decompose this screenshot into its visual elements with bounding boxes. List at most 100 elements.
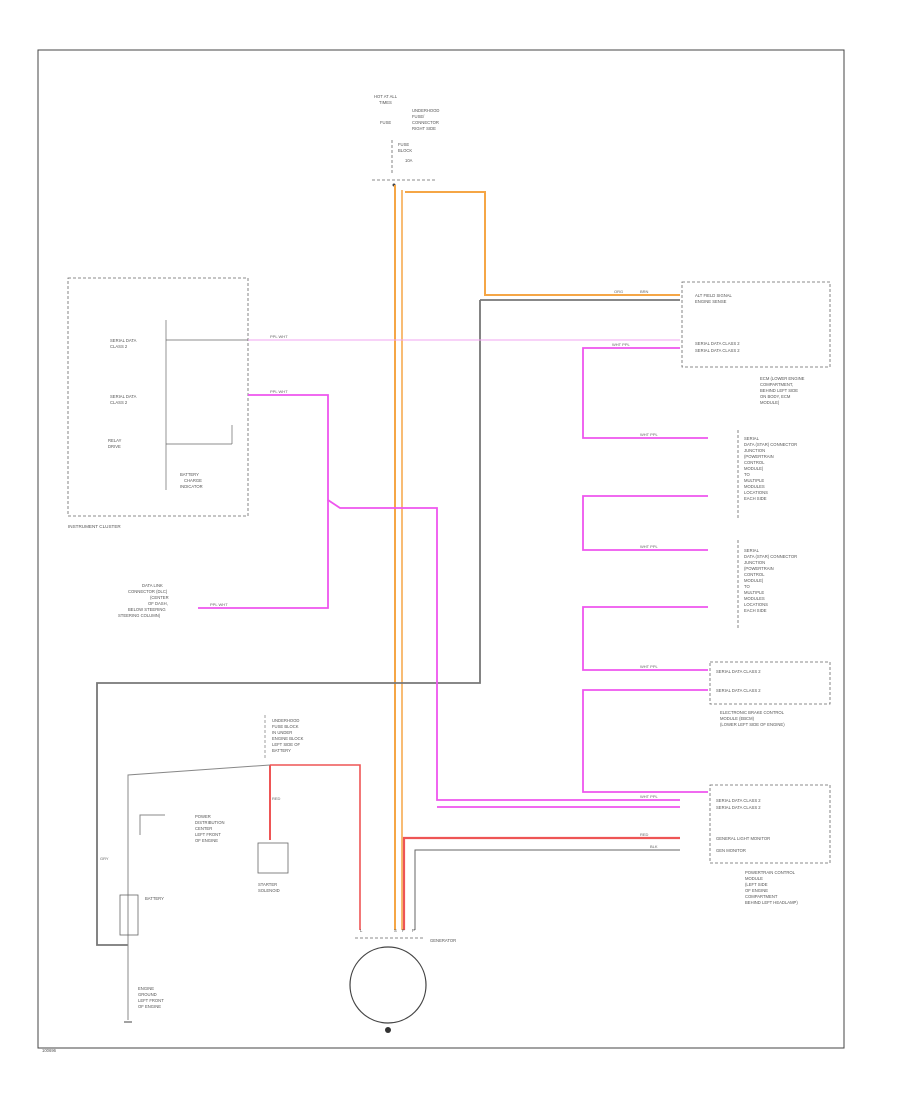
splice-1-line-7: MULTIPLE — [744, 478, 764, 483]
splice-2-line-8: MODULES — [744, 596, 765, 601]
underhood-fuse-line-2: IN UNDER — [272, 730, 292, 735]
pcm-label-3: GENERAL LIGHT MONITOR — [716, 836, 770, 841]
ebcm-label-1: SERIAL DATA CLASS 2 — [716, 669, 761, 674]
diagram-frame — [37, 49, 845, 1049]
splice-block-2: SERIAL DATA (STAR) CONNECTOR JUNCTION (P… — [737, 540, 797, 630]
code-ppl-wht-dlc: PPL WHT — [210, 602, 228, 607]
ecm-caption-3: ON BODY, ECM — [760, 394, 791, 399]
power-dist-line-4: OF ENGINE — [195, 838, 218, 843]
dlc-caption-5: STEERING COLUMN) — [118, 613, 161, 618]
ecm-caption-1: COMPARTMENT, — [760, 382, 793, 387]
ground-line-0: ENGINE — [138, 986, 154, 991]
diagram-code: 100696 — [42, 1048, 57, 1053]
battery: BATTERY — [119, 894, 164, 936]
ground-line-1: GROUND — [138, 992, 157, 997]
fuse-block-line-7: 10A — [405, 158, 413, 163]
relay-drive-1: DRIVE — [108, 444, 121, 449]
code-blk: BLK — [650, 844, 658, 849]
instrument-cluster-caption: INSTRUMENT CLUSTER — [68, 524, 121, 529]
splice-2-line-4: CONTROL — [744, 572, 765, 577]
splice-1-line-10: EACH SIDE — [744, 496, 767, 501]
ecm-caption-0: ECM (LOWER ENGINE — [760, 376, 805, 381]
pcm-label-4: GEN MONITOR — [716, 848, 746, 853]
dlc-caption-2: (CENTER — [150, 595, 169, 600]
fuse-location-1: FUSE/ — [412, 114, 425, 119]
ebcm-caption-2: (LOWER LEFT SIDE OF ENGINE) — [720, 722, 785, 727]
wire-dark-monitor — [414, 849, 680, 930]
pcm-caption-3: OF ENGINE — [745, 888, 768, 893]
splice-1-line-5: MODULE) — [744, 466, 764, 471]
wire-code-labels: ORG BRN PPL WHT PPL WHT WHT PPL WHT PPL … — [100, 289, 658, 861]
splice-1-line-8: MODULES — [744, 484, 765, 489]
ecm-caption-2: BEHIND LEFT SIDE — [760, 388, 798, 393]
dlc-caption-1: CONNECTOR (DLC) — [128, 589, 168, 594]
wire-red-gen-out — [402, 836, 680, 930]
relay-drive-0: RELAY — [108, 438, 122, 443]
generator-symbol — [349, 946, 427, 1024]
dlc-caption-4: BELOW STEERING — [128, 607, 166, 612]
ecm-caption-4: MODULE) — [760, 400, 780, 405]
pcm-caption-2: (LEFT SIDE — [745, 882, 768, 887]
data-link-connector: DATA LINK CONNECTOR (DLC) (CENTER OF DAS… — [118, 583, 169, 618]
splice-2-line-9: LOCATIONS — [744, 602, 768, 607]
generator-ground-icon — [385, 1027, 391, 1033]
fuse-block: HOT AT ALL TIMES FUSE FUSE BLOCK 10A UND… — [372, 94, 439, 187]
underhood-fuse-line-3: ENGINE BLOCK — [272, 736, 304, 741]
instrument-cluster-box — [67, 277, 249, 517]
instrument-cluster: INSTRUMENT CLUSTER SERIAL DATA CLASS 2 S… — [67, 277, 249, 529]
code-wht-ppl-2: WHT PPL — [640, 432, 658, 437]
starter-solenoid: STARTER SOLENOID — [257, 842, 289, 893]
dlc-caption-0: DATA LINK — [142, 583, 163, 588]
wire-pink-ebcm — [582, 689, 708, 793]
wire-gray-loop — [96, 300, 481, 946]
battery-ind-0: BATTERY — [180, 472, 199, 477]
dlc-caption-3: OF DASH, — [148, 601, 168, 606]
underhood-fuse-line-5: BATTERY — [272, 748, 291, 753]
code-wht-ppl-1: WHT PPL — [612, 342, 630, 347]
wire-pink-splice1-b — [582, 495, 708, 551]
generator-label: GENERATOR — [430, 938, 456, 943]
code-gry: GRY — [100, 856, 109, 861]
serial-top-1: CLASS 2 — [110, 344, 128, 349]
splice-2-line-2: JUNCTION — [744, 560, 765, 565]
fuse-block-line-6: BLOCK — [398, 148, 412, 153]
splice-1-line-6: TO — [744, 472, 750, 477]
ecm-label-4: SERIAL DATA CLASS 2 — [695, 348, 740, 353]
splice-1-line-0: SERIAL — [744, 436, 760, 441]
ebcm-caption-1: MODULE (EBCM) — [720, 716, 755, 721]
code-brn: BRN — [640, 289, 649, 294]
pcm-caption-4: COMPARTMENT — [745, 894, 778, 899]
code-org: ORG — [614, 289, 623, 294]
ecm-label-1: ALT FIELD SIGNAL — [695, 293, 733, 298]
splice-2-line-1: DATA (STAR) CONNECTOR — [744, 554, 797, 559]
underhood-fuse-line-1: FUSE BLOCK — [272, 724, 299, 729]
pcm-label-2: SERIAL DATA CLASS 2 — [716, 805, 761, 810]
ebcm-module: SERIAL DATA CLASS 2 SERIAL DATA CLASS 2 … — [709, 661, 831, 727]
generator-pin-s: S — [394, 928, 397, 933]
wire-gray-battery — [127, 764, 271, 945]
serial-bottom-0: SERIAL DATA — [110, 394, 137, 399]
ebcm-label-2: SERIAL DATA CLASS 2 — [716, 688, 761, 693]
ecm-label-3: SERIAL DATA CLASS 2 — [695, 341, 740, 346]
battery-ind-2: INDICATOR — [180, 484, 203, 489]
power-dist-line-3: LEFT FRONT — [195, 832, 221, 837]
wire-pink-cluster-pcm — [248, 394, 680, 801]
code-wht-ppl-5: WHT PPL — [640, 794, 658, 799]
code-wht-ppl-4: WHT PPL — [640, 664, 658, 669]
wire-pink-splice1 — [582, 347, 708, 439]
battery-ind-1: CHARGE — [184, 478, 202, 483]
starter-line-0: STARTER — [258, 882, 277, 887]
splice-1-line-1: DATA (STAR) CONNECTOR — [744, 442, 797, 447]
fuse-location-3: RIGHT SIDE — [412, 126, 436, 131]
fuse-block-line-5: FUSE — [398, 142, 409, 147]
fuse-block-line-3: FUSE — [380, 120, 391, 125]
code-ppl-wht-2: PPL WHT — [270, 389, 288, 394]
power-distribution: POWER DISTRIBUTION CENTER LEFT FRONT OF … — [195, 814, 225, 843]
wire-orange-ecm — [405, 191, 680, 296]
ebcm-caption-0: ELECTRONIC BRAKE CONTROL — [720, 710, 785, 715]
wire-gray-fusible — [139, 814, 165, 835]
generator-pin-f: F — [402, 928, 405, 933]
wire-pink-dlc — [198, 500, 329, 609]
splice-block-1: SERIAL DATA (STAR) CONNECTOR JUNCTION (P… — [737, 430, 797, 520]
